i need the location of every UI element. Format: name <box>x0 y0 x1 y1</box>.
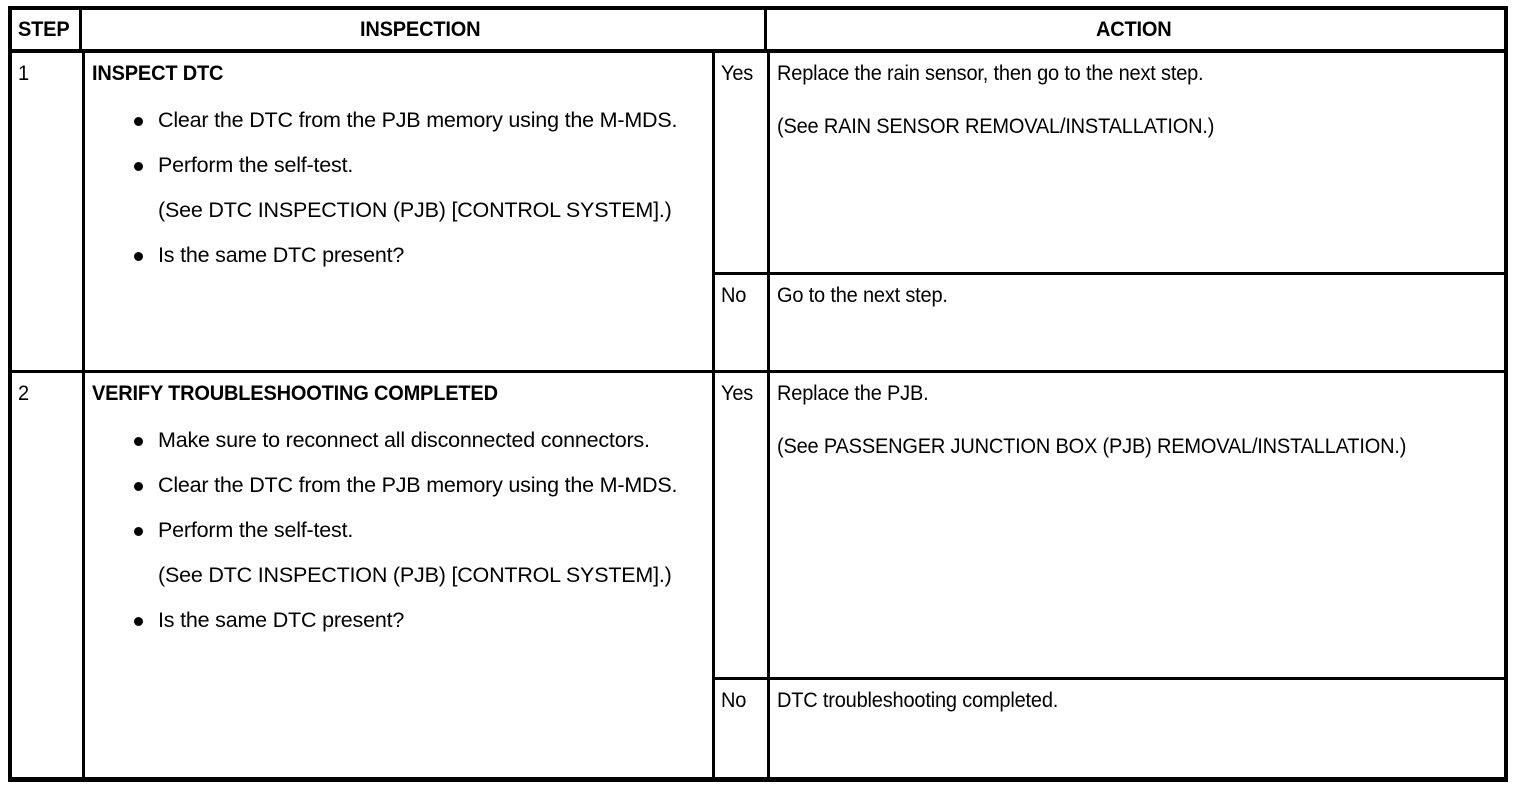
list-item-label: Is the same DTC present? <box>158 243 405 267</box>
branch-label: Yes <box>721 381 754 405</box>
header-cell-action: ACTION <box>770 10 1504 49</box>
list-item: Perform the self-test. <box>92 152 710 179</box>
list-item-label: (See DTC INSPECTION (PJB) [CONTROL SYSTE… <box>158 563 672 587</box>
list-item-label: Is the same DTC present? <box>158 608 405 632</box>
branch-label: No <box>721 283 747 307</box>
table-row-2-branch-no-label: No <box>715 680 767 777</box>
bullet-icon <box>134 437 143 446</box>
header-cell-step: STEP <box>12 10 82 49</box>
list-item-label: Perform the self-test. <box>158 518 354 542</box>
table-row-1-branch-yes-action: Replace the rain sensor, then go to the … <box>770 53 1504 272</box>
list-item: Is the same DTC present? <box>92 242 710 269</box>
inspection-steps-list: Make sure to reconnect all disconnected … <box>92 427 710 634</box>
action-line: Replace the PJB. <box>777 381 929 405</box>
list-item-label: Clear the DTC from the PJB memory using … <box>158 108 678 132</box>
row-divider-step1-step2 <box>12 370 1504 373</box>
list-item-label: Perform the self-test. <box>158 153 354 177</box>
header-cell-inspection: INSPECTION <box>85 10 767 49</box>
step-number: 1 <box>18 61 29 85</box>
table-row-1-branch-no-action: Go to the next step. <box>770 275 1504 370</box>
table-row-1-step-number: 1 <box>12 53 82 370</box>
branch-label: Yes <box>721 61 754 85</box>
table-row-1-branch-yes-label: Yes <box>715 53 767 272</box>
list-item: Make sure to reconnect all disconnected … <box>92 427 710 454</box>
header-label-step: STEP <box>18 17 70 41</box>
branch-divider-step2 <box>712 677 1504 680</box>
header-divider <box>12 49 1504 53</box>
action-line: DTC troubleshooting completed. <box>777 688 1059 712</box>
table-row-2-branch-yes-action: Replace the PJB. (See PASSENGER JUNCTION… <box>770 373 1504 677</box>
bullet-icon <box>134 482 143 491</box>
table-row-2-inspection: VERIFY TROUBLESHOOTING COMPLETED Make su… <box>85 373 710 777</box>
action-line: Replace the rain sensor, then go to the … <box>777 61 1204 85</box>
list-item-label: Make sure to reconnect all disconnected … <box>158 428 650 452</box>
inspection-title: INSPECT DTC <box>92 61 224 85</box>
list-item-label: Clear the DTC from the PJB memory using … <box>158 473 678 497</box>
header-label-inspection: INSPECTION <box>359 17 481 41</box>
table-row-2-step-number: 2 <box>12 373 82 777</box>
column-divider-step <box>82 53 85 777</box>
table-row-2-branch-no-action: DTC troubleshooting completed. <box>770 680 1504 777</box>
action-line: Go to the next step. <box>777 283 948 307</box>
list-item: Clear the DTC from the PJB memory using … <box>92 472 710 499</box>
troubleshooting-table: STEP INSPECTION ACTION 1 INSPECT DTC Cle… <box>8 6 1508 782</box>
list-item-label: (See DTC INSPECTION (PJB) [CONTROL SYSTE… <box>158 198 672 222</box>
bullet-icon <box>134 527 143 536</box>
bullet-icon <box>134 617 143 626</box>
list-item: Is the same DTC present? <box>92 607 710 634</box>
step-number: 2 <box>18 381 29 405</box>
branch-label: No <box>721 688 747 712</box>
header-label-action: ACTION <box>1096 17 1172 41</box>
list-item-note: (See DTC INSPECTION (PJB) [CONTROL SYSTE… <box>92 562 710 589</box>
bullet-icon <box>134 252 143 261</box>
list-item: Clear the DTC from the PJB memory using … <box>92 107 710 134</box>
branch-divider-step1 <box>712 272 1504 275</box>
action-reference: (See PASSENGER JUNCTION BOX (PJB) REMOVA… <box>777 434 1407 458</box>
inspection-steps-list: Clear the DTC from the PJB memory using … <box>92 107 710 269</box>
table-row-1-inspection: INSPECT DTC Clear the DTC from the PJB m… <box>85 53 710 370</box>
column-divider-action <box>767 53 770 777</box>
table-row-2-branch-yes-label: Yes <box>715 373 767 677</box>
table-row-1-branch-no-label: No <box>715 275 767 370</box>
list-item-note: (See DTC INSPECTION (PJB) [CONTROL SYSTE… <box>92 197 710 224</box>
inspection-title: VERIFY TROUBLESHOOTING COMPLETED <box>92 381 498 405</box>
action-reference: (See RAIN SENSOR REMOVAL/INSTALLATION.) <box>777 114 1215 138</box>
bullet-icon <box>134 162 143 171</box>
bullet-icon <box>134 117 143 126</box>
column-divider-yesno <box>712 53 715 777</box>
list-item: Perform the self-test. <box>92 517 710 544</box>
